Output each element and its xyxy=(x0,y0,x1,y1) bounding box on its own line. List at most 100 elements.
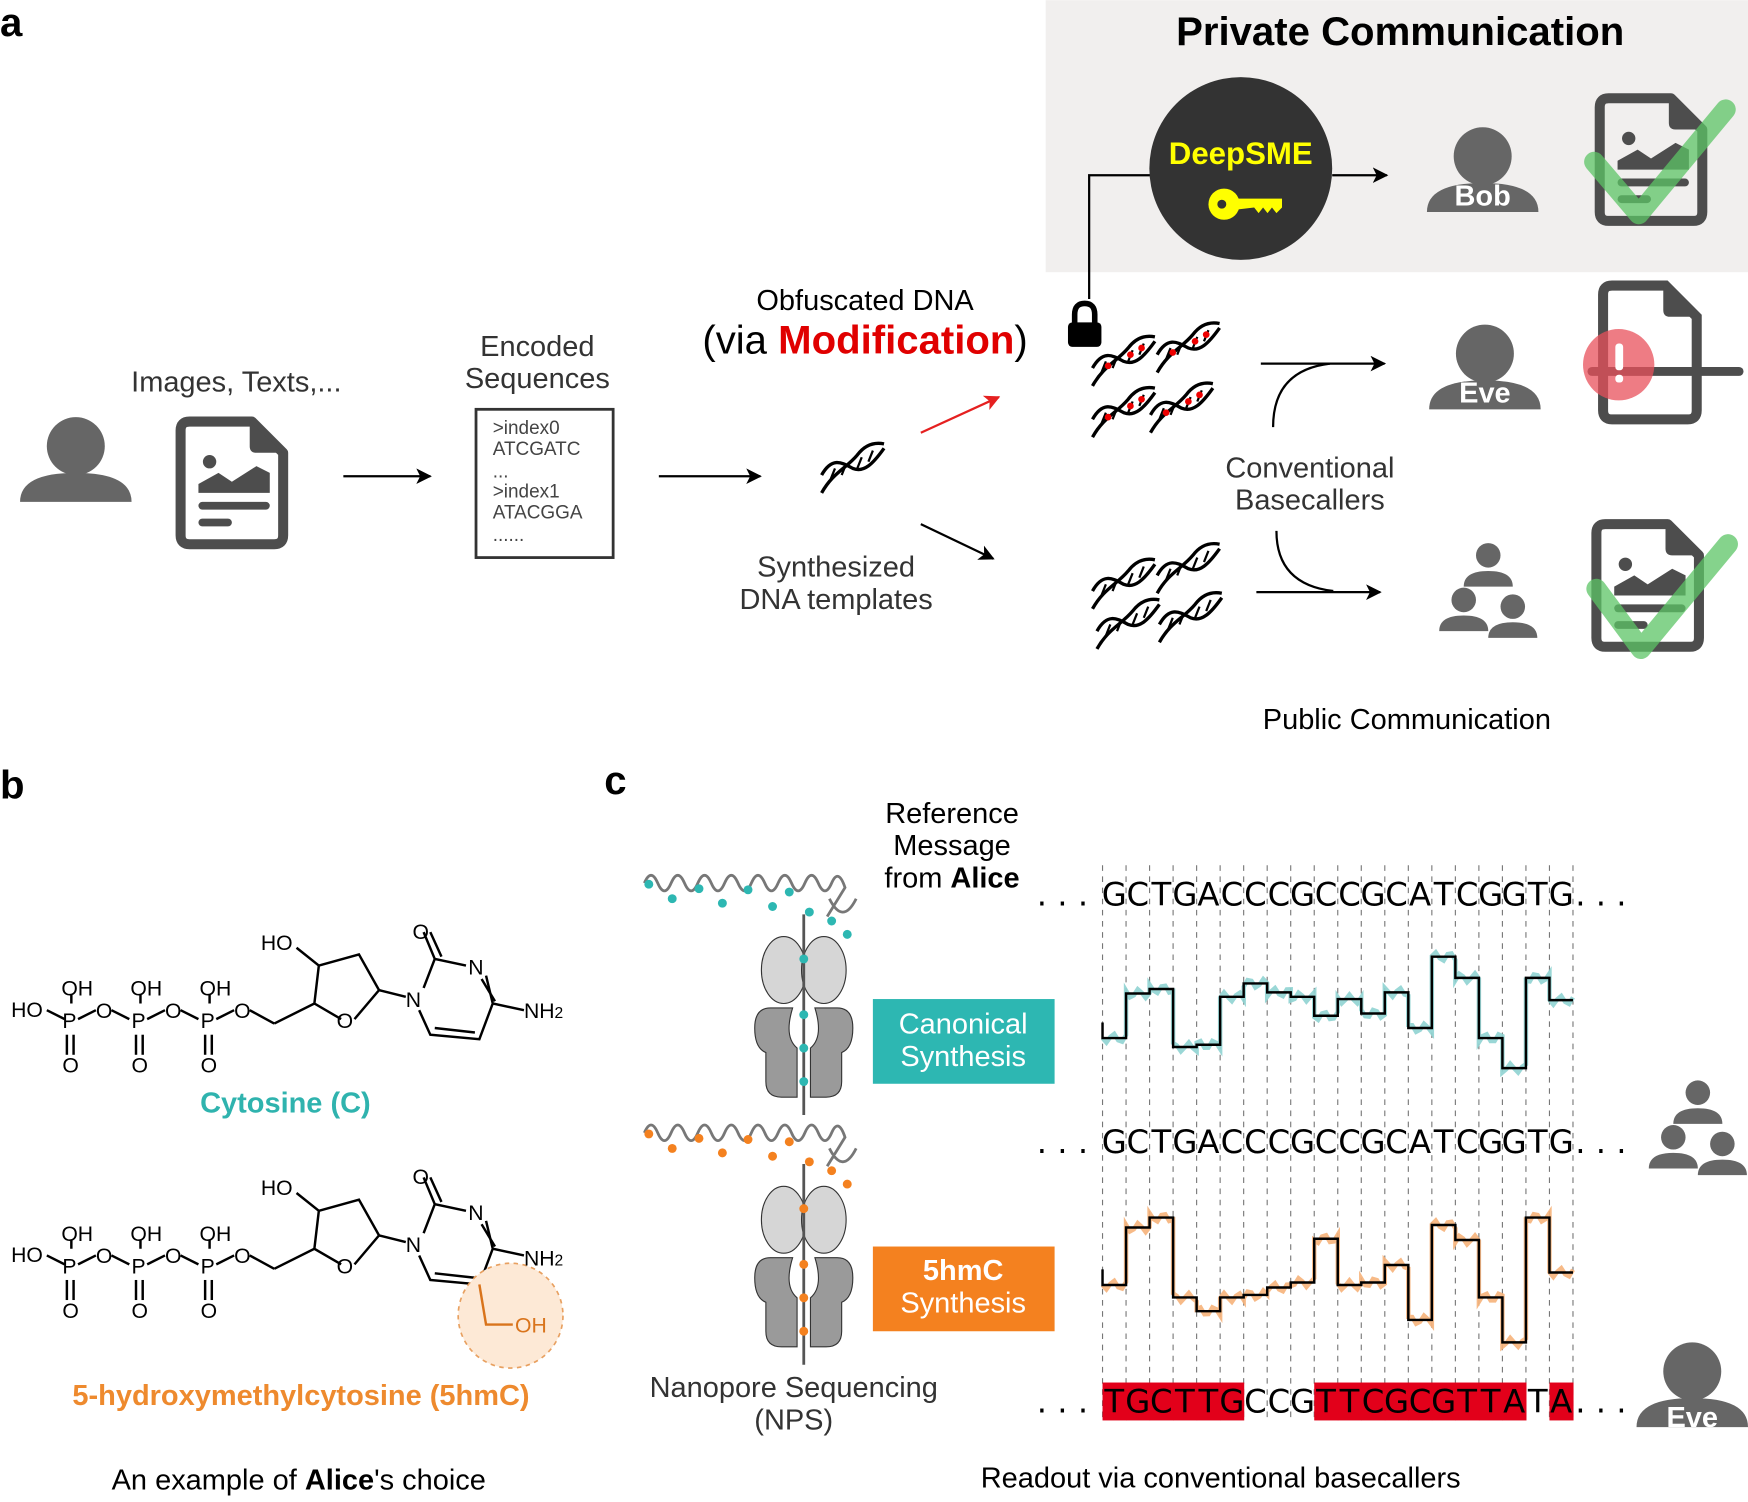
reference-label-2: Message xyxy=(893,830,1011,862)
svg-text:O: O xyxy=(165,1245,181,1268)
svg-text:OH: OH xyxy=(130,978,162,1001)
encoded-title-2: Sequences xyxy=(465,363,610,395)
svg-text:O: O xyxy=(62,1300,78,1323)
svg-text:O: O xyxy=(132,1055,148,1078)
check-icon-bob xyxy=(1584,99,1736,225)
public-communication-title: Public Communication xyxy=(1263,704,1551,736)
encoded-line: >index0 xyxy=(493,418,560,439)
base-letter: C xyxy=(1268,1123,1291,1161)
base-letter: C xyxy=(1315,875,1338,913)
hydroxymethyl-highlight xyxy=(457,1262,564,1369)
step-signal xyxy=(1101,1216,1573,1344)
base-letter: A xyxy=(1550,1383,1572,1421)
bob-label: Bob xyxy=(1455,180,1511,212)
svg-text:O: O xyxy=(234,1245,250,1268)
base-letter: C xyxy=(1221,1123,1244,1161)
base-letter: C xyxy=(1268,875,1291,913)
svg-text:O: O xyxy=(201,1300,217,1323)
base-letter: G xyxy=(1384,1383,1409,1421)
svg-text:P: P xyxy=(132,1010,146,1033)
basecallers-label-2: Basecallers xyxy=(1235,485,1385,517)
error-box xyxy=(1408,1382,1433,1421)
svg-text:OH: OH xyxy=(130,1223,162,1246)
svg-text:OH: OH xyxy=(61,978,93,1001)
base-letter: G xyxy=(1361,1123,1386,1161)
error-box xyxy=(1149,1382,1174,1421)
base-letter: T xyxy=(1150,875,1171,913)
base-letter: T xyxy=(1527,1383,1548,1421)
base-letter: C xyxy=(1338,875,1361,913)
base-letter: C xyxy=(1456,1123,1479,1161)
svg-text:O: O xyxy=(337,1255,353,1278)
base-letter: T xyxy=(1433,875,1454,913)
error-box xyxy=(1478,1382,1503,1421)
hmc-dna-coil xyxy=(643,1123,858,1189)
svg-text:O: O xyxy=(132,1300,148,1323)
canonical-dna-cluster xyxy=(1090,541,1224,651)
reference-label-1: Reference xyxy=(885,798,1019,830)
error-box xyxy=(1126,1382,1151,1421)
synthesized-label-2: DNA templates xyxy=(739,584,932,616)
base-letter: C xyxy=(1315,1123,1338,1161)
svg-text:N: N xyxy=(406,989,421,1012)
base-letter: G xyxy=(1102,875,1127,913)
base-letter: T xyxy=(1527,875,1548,913)
encoded-line: ATACGGA xyxy=(493,503,583,524)
obfuscated-title-2: (via Modification) xyxy=(702,318,1027,363)
base-letter: C xyxy=(1221,875,1244,913)
canonical-synthesis-badge xyxy=(872,999,1055,1084)
canonical-dna-coil xyxy=(643,873,858,939)
reference-from: from xyxy=(884,863,950,895)
error-box xyxy=(1431,1382,1456,1421)
base-letter: G xyxy=(1549,875,1574,913)
svg-text:O: O xyxy=(234,1000,250,1023)
svg-text:O: O xyxy=(412,921,428,944)
canonical-label-1: Canonical xyxy=(899,1009,1028,1041)
base-letter: C xyxy=(1244,875,1267,913)
svg-text:NH2: NH2 xyxy=(524,1000,563,1023)
base-letter: C xyxy=(1244,1383,1267,1421)
encoded-line: ...... xyxy=(493,525,525,546)
svg-text:N: N xyxy=(468,1202,483,1225)
basecallers-label-1: Conventional xyxy=(1225,452,1394,484)
svg-text:O: O xyxy=(165,1000,181,1023)
canonical-ellipsis-left: . . . xyxy=(1037,1123,1088,1161)
svg-text:O: O xyxy=(96,1000,112,1023)
step-signal xyxy=(1101,955,1573,1070)
base-letter: G xyxy=(1219,1383,1244,1421)
base-letter: C xyxy=(1385,875,1408,913)
svg-text:O: O xyxy=(96,1245,112,1268)
svg-text:P: P xyxy=(201,1010,215,1033)
nps-label-2: (NPS) xyxy=(754,1404,833,1436)
svg-text:OH: OH xyxy=(200,1223,232,1246)
base-letter: A xyxy=(1197,875,1219,913)
base-letter: T xyxy=(1103,1383,1124,1421)
panel-c-caption: Readout via conventional basecallers xyxy=(981,1462,1461,1494)
hmc-ellipsis-right: . . . xyxy=(1575,1383,1626,1421)
eve-label: Eve xyxy=(1459,378,1511,410)
base-letter: T xyxy=(1339,1383,1360,1421)
error-box xyxy=(1314,1382,1339,1421)
private-communication-title: Private Communication xyxy=(1176,9,1624,54)
base-letter: C xyxy=(1127,875,1150,913)
obfuscated-suffix: ) xyxy=(1014,318,1027,363)
base-letter: C xyxy=(1362,1383,1385,1421)
alice-label: Alice xyxy=(41,498,110,530)
reference-ellipsis-right: . . . xyxy=(1575,875,1626,913)
base-letter: G xyxy=(1290,875,1315,913)
caption-suffix: 's choice xyxy=(374,1465,486,1497)
base-letter: T xyxy=(1150,1123,1171,1161)
panel-letter-c: c xyxy=(604,758,626,803)
base-letter: T xyxy=(1315,1383,1336,1421)
svg-text:P: P xyxy=(132,1255,146,1278)
error-box xyxy=(1102,1382,1127,1421)
deepsme-circle xyxy=(1149,77,1333,260)
error-box xyxy=(1549,1382,1574,1421)
synthesized-label-1: Synthesized xyxy=(757,552,915,584)
eve-label-c: Eve xyxy=(1666,1402,1718,1434)
base-letter: T xyxy=(1527,1123,1548,1161)
